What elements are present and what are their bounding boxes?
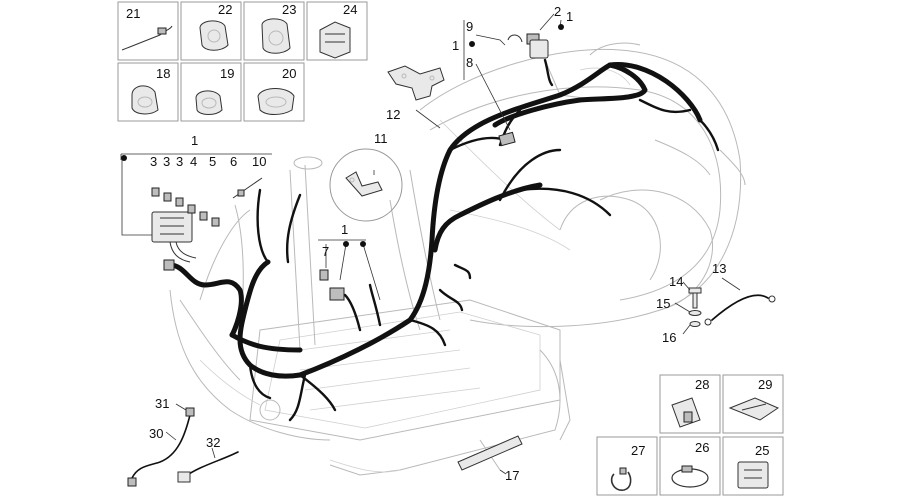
callout-13: 13 xyxy=(712,261,726,276)
fuse-box-group xyxy=(120,153,272,263)
parts-box-20 xyxy=(243,62,305,122)
callout-1-top: 1 xyxy=(566,9,573,24)
detail-circle-11 xyxy=(329,148,403,222)
sensor-cable-30-31 xyxy=(127,403,195,487)
callout-3a: 3 xyxy=(150,154,157,169)
callout-20: 20 xyxy=(282,66,296,81)
parts-box-28 xyxy=(659,374,721,434)
callout-15: 15 xyxy=(656,296,670,311)
callout-31: 31 xyxy=(155,396,169,411)
callout-3b: 3 xyxy=(163,154,170,169)
callout-10: 10 xyxy=(252,154,266,169)
callout-6: 6 xyxy=(230,154,237,169)
dot-markers xyxy=(121,24,564,247)
callout-30: 30 xyxy=(149,426,163,441)
top-group-leaders xyxy=(373,13,562,175)
parts-box-23 xyxy=(243,1,305,61)
callout-9: 9 xyxy=(466,19,473,34)
parts-box-21 xyxy=(117,1,179,61)
callout-11: 11 xyxy=(374,131,388,146)
parts-box-27 xyxy=(596,436,658,496)
callout-5: 5 xyxy=(209,154,216,169)
callout-18: 18 xyxy=(156,66,170,81)
harness-connectors xyxy=(163,131,516,301)
parts-box-22 xyxy=(180,1,242,61)
parts-box-24 xyxy=(306,1,368,61)
callout-17: 17 xyxy=(505,468,519,483)
cable-32 xyxy=(177,447,239,483)
callout-24: 24 xyxy=(343,2,357,17)
floor-mat-17 xyxy=(457,435,523,475)
callout-2: 2 xyxy=(554,4,561,19)
callout-8: 8 xyxy=(466,55,473,70)
parts-box-29 xyxy=(722,374,784,434)
callout-14: 14 xyxy=(669,274,683,289)
callout-27: 27 xyxy=(631,443,645,458)
parts-box-26 xyxy=(659,436,721,496)
callout-25: 25 xyxy=(755,443,769,458)
callout-16: 16 xyxy=(662,330,676,345)
callout-7: 7 xyxy=(322,244,329,259)
callout-4: 4 xyxy=(190,154,197,169)
parts-box-18 xyxy=(117,62,179,122)
harness-branches xyxy=(248,58,720,422)
callout-12: 12 xyxy=(386,107,400,122)
top-connector-parts xyxy=(507,33,549,59)
bracket-part-12 xyxy=(387,65,445,101)
bolt-parts-14-16 xyxy=(674,281,702,335)
parts-box-25 xyxy=(722,436,784,496)
callout-22: 22 xyxy=(218,2,232,17)
ground-cable-13 xyxy=(704,277,776,326)
center-connector-group xyxy=(318,239,381,301)
callout-26: 26 xyxy=(695,440,709,455)
callout-28: 28 xyxy=(695,377,709,392)
callout-32: 32 xyxy=(206,435,220,450)
parts-box-19 xyxy=(180,62,242,122)
callout-1-left: 1 xyxy=(191,133,198,148)
callout-1-mid: 1 xyxy=(452,38,459,53)
callout-3c: 3 xyxy=(176,154,183,169)
callout-23: 23 xyxy=(282,2,296,17)
callout-21: 21 xyxy=(126,6,140,21)
callout-1-center: 1 xyxy=(341,222,348,237)
callout-19: 19 xyxy=(220,66,234,81)
callout-29: 29 xyxy=(758,377,772,392)
main-wiring-harness xyxy=(167,62,703,379)
callout-labels: 21 22 23 24 18 19 20 9 2 1 1 8 12 11 1 3… xyxy=(126,2,772,483)
